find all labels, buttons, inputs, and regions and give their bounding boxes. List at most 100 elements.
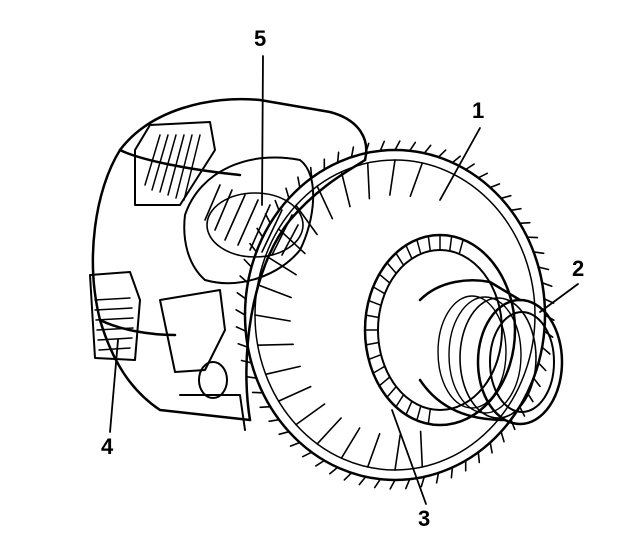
gear-tooth <box>336 151 340 164</box>
helical-tooth-face <box>409 162 424 198</box>
gear-tooth <box>518 221 531 225</box>
gear-tooth <box>237 343 249 348</box>
leader-lines <box>109 55 579 505</box>
bearing-roller <box>405 244 413 260</box>
gear-tooth <box>532 251 545 255</box>
gear-tooth <box>243 258 253 268</box>
upper-window-teeth <box>144 134 201 201</box>
gear-tooth <box>373 478 382 489</box>
gear-tooth <box>420 476 426 488</box>
gear-tooth <box>256 227 264 238</box>
gear-tooth <box>235 309 246 316</box>
gear-tooth <box>329 466 339 475</box>
gear-tooth <box>532 377 541 388</box>
gear-tooth <box>268 418 280 423</box>
bearing-roller <box>416 238 422 255</box>
bearing-roller <box>427 408 432 425</box>
gear-tooth <box>259 405 272 409</box>
bearing-roller <box>395 252 405 267</box>
gear-tooth <box>394 140 401 151</box>
bearing-roller <box>386 385 397 398</box>
gear-tooth <box>423 144 432 154</box>
gear-tooth <box>541 346 551 355</box>
helical-tooth-face <box>295 204 318 236</box>
helical-tooth-face <box>295 403 326 426</box>
helical-tooth-face <box>394 434 401 471</box>
bearing-roller <box>386 262 397 275</box>
bearing-roller <box>365 341 380 346</box>
helical-tooth-face <box>277 228 306 255</box>
pinion-gear <box>204 184 304 258</box>
helical-tooth-face <box>316 185 334 220</box>
bearing-roller <box>427 235 432 252</box>
gear-tooth <box>274 199 280 212</box>
gear-tooth <box>289 441 301 447</box>
gear-tooth <box>235 326 247 332</box>
helical-tooth-face <box>264 254 297 276</box>
gear-tooth <box>389 479 396 490</box>
gear-tooth <box>301 451 313 458</box>
helical-tooth-face <box>316 417 342 445</box>
gear-tooth <box>236 292 247 300</box>
callout-1: 1 <box>472 98 485 123</box>
gear-tooth <box>379 140 385 152</box>
gear-tooth <box>239 275 249 284</box>
helical-tooth-face <box>419 430 424 468</box>
gear-tooth <box>437 149 447 158</box>
gear-tooth <box>285 187 290 200</box>
bearing-roller <box>367 299 382 307</box>
gear-tooth <box>464 163 475 171</box>
gear-tooth <box>264 213 272 225</box>
gear-tooth <box>405 478 411 490</box>
bearing-roller <box>395 393 405 408</box>
leader-5 <box>261 55 264 206</box>
gear-tooth <box>450 466 454 479</box>
bearing-rollers <box>364 234 464 425</box>
helical-tooth-face <box>366 162 371 200</box>
lower-window-teeth <box>94 297 134 351</box>
ring-gear-teeth <box>235 140 555 490</box>
gear-tooth <box>477 451 481 464</box>
helical-tooth-face <box>340 427 361 459</box>
leader-2 <box>539 283 579 313</box>
leader-4 <box>109 339 119 433</box>
helical-tooth-face <box>264 365 301 376</box>
bearing-roller <box>372 286 386 295</box>
output-shaft <box>418 279 564 426</box>
gear-tooth <box>541 282 553 287</box>
gear-tooth <box>240 359 253 364</box>
gear-tooth <box>537 266 550 271</box>
gear-tooth <box>364 142 370 154</box>
gear-tooth <box>435 472 440 484</box>
helical-tooth-face <box>256 343 294 346</box>
bearing-roller <box>458 238 464 255</box>
gear-tooth <box>343 472 353 481</box>
callout-5: 5 <box>254 26 267 51</box>
gear-tooth <box>297 176 301 189</box>
gear-tooth <box>315 459 326 467</box>
leader-1 <box>439 127 481 201</box>
gear-tooth <box>537 362 547 372</box>
bearing-roller <box>405 400 413 416</box>
gear-tooth <box>500 194 512 200</box>
callout-2: 2 <box>572 256 585 281</box>
bearing-roller <box>372 365 386 374</box>
leader-3 <box>391 409 427 505</box>
gear-tooth <box>249 242 258 253</box>
helical-tooth-face <box>254 314 291 322</box>
helical-tooth-face <box>277 385 312 402</box>
callout-3: 3 <box>418 506 431 531</box>
bearing-roller <box>378 376 391 387</box>
gear-tooth <box>350 146 355 158</box>
gear-tooth <box>245 375 258 379</box>
helical-tooth-face <box>340 171 351 208</box>
bearing-roller <box>365 314 380 319</box>
gear-tooth <box>510 418 516 431</box>
bearing-roller <box>416 405 422 422</box>
gear-tooth <box>309 166 313 179</box>
gear-tooth <box>477 172 489 179</box>
helical-tooth-face <box>366 432 381 468</box>
gear-tooth <box>510 207 522 212</box>
helical-tooth-face <box>256 284 292 299</box>
